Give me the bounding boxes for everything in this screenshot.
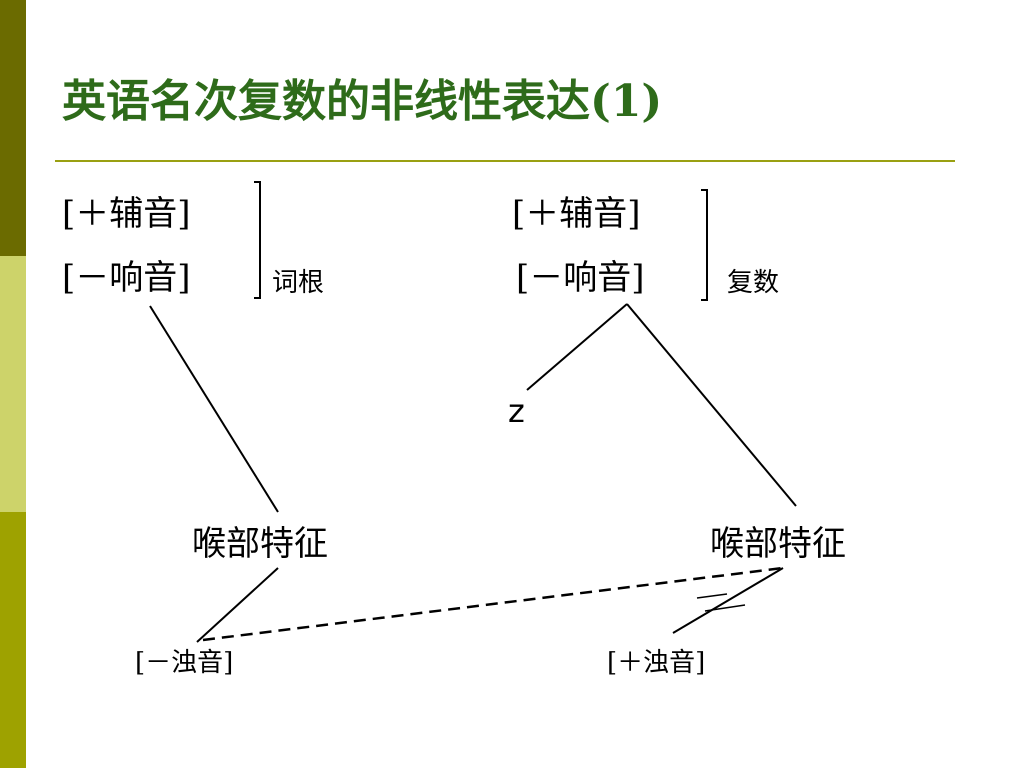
left-bracket-label: 词根: [272, 268, 325, 298]
title-underline: [55, 160, 955, 162]
delink-mark-2: [704, 604, 746, 612]
right-feature-sonorant: [－响音]: [516, 258, 645, 298]
left-feature-sonorant: [－响音]: [62, 258, 191, 298]
right-node-to-value-line: [672, 567, 784, 634]
right-matrix-bracket: [701, 189, 708, 301]
right-feature-consonantal: [＋辅音]: [512, 194, 641, 234]
right-root-to-z-line: [526, 303, 628, 391]
right-laryngeal-node: 喉部特征: [710, 524, 846, 564]
side-bar-top: [0, 0, 26, 256]
side-bar-bottom: [0, 512, 26, 768]
branch-segment-z: z: [508, 392, 525, 430]
delink-mark-1: [696, 593, 728, 599]
slide-title: 英语名次复数的非线性表达(1): [62, 76, 663, 127]
side-color-bar: [0, 0, 26, 768]
left-matrix-bracket: [254, 181, 261, 299]
spreading-dashed-line: [202, 566, 784, 642]
right-voicing-value: [＋浊音]: [607, 648, 706, 678]
side-bar-middle: [0, 256, 26, 512]
left-voicing-value: [－浊音]: [135, 648, 234, 678]
right-root-to-node-line: [626, 303, 797, 507]
left-laryngeal-node: 喉部特征: [192, 524, 328, 564]
left-node-to-value-line: [196, 567, 279, 643]
left-root-to-node-line: [149, 305, 279, 513]
right-bracket-label: 复数: [727, 268, 780, 298]
left-feature-consonantal: [＋辅音]: [62, 194, 191, 234]
